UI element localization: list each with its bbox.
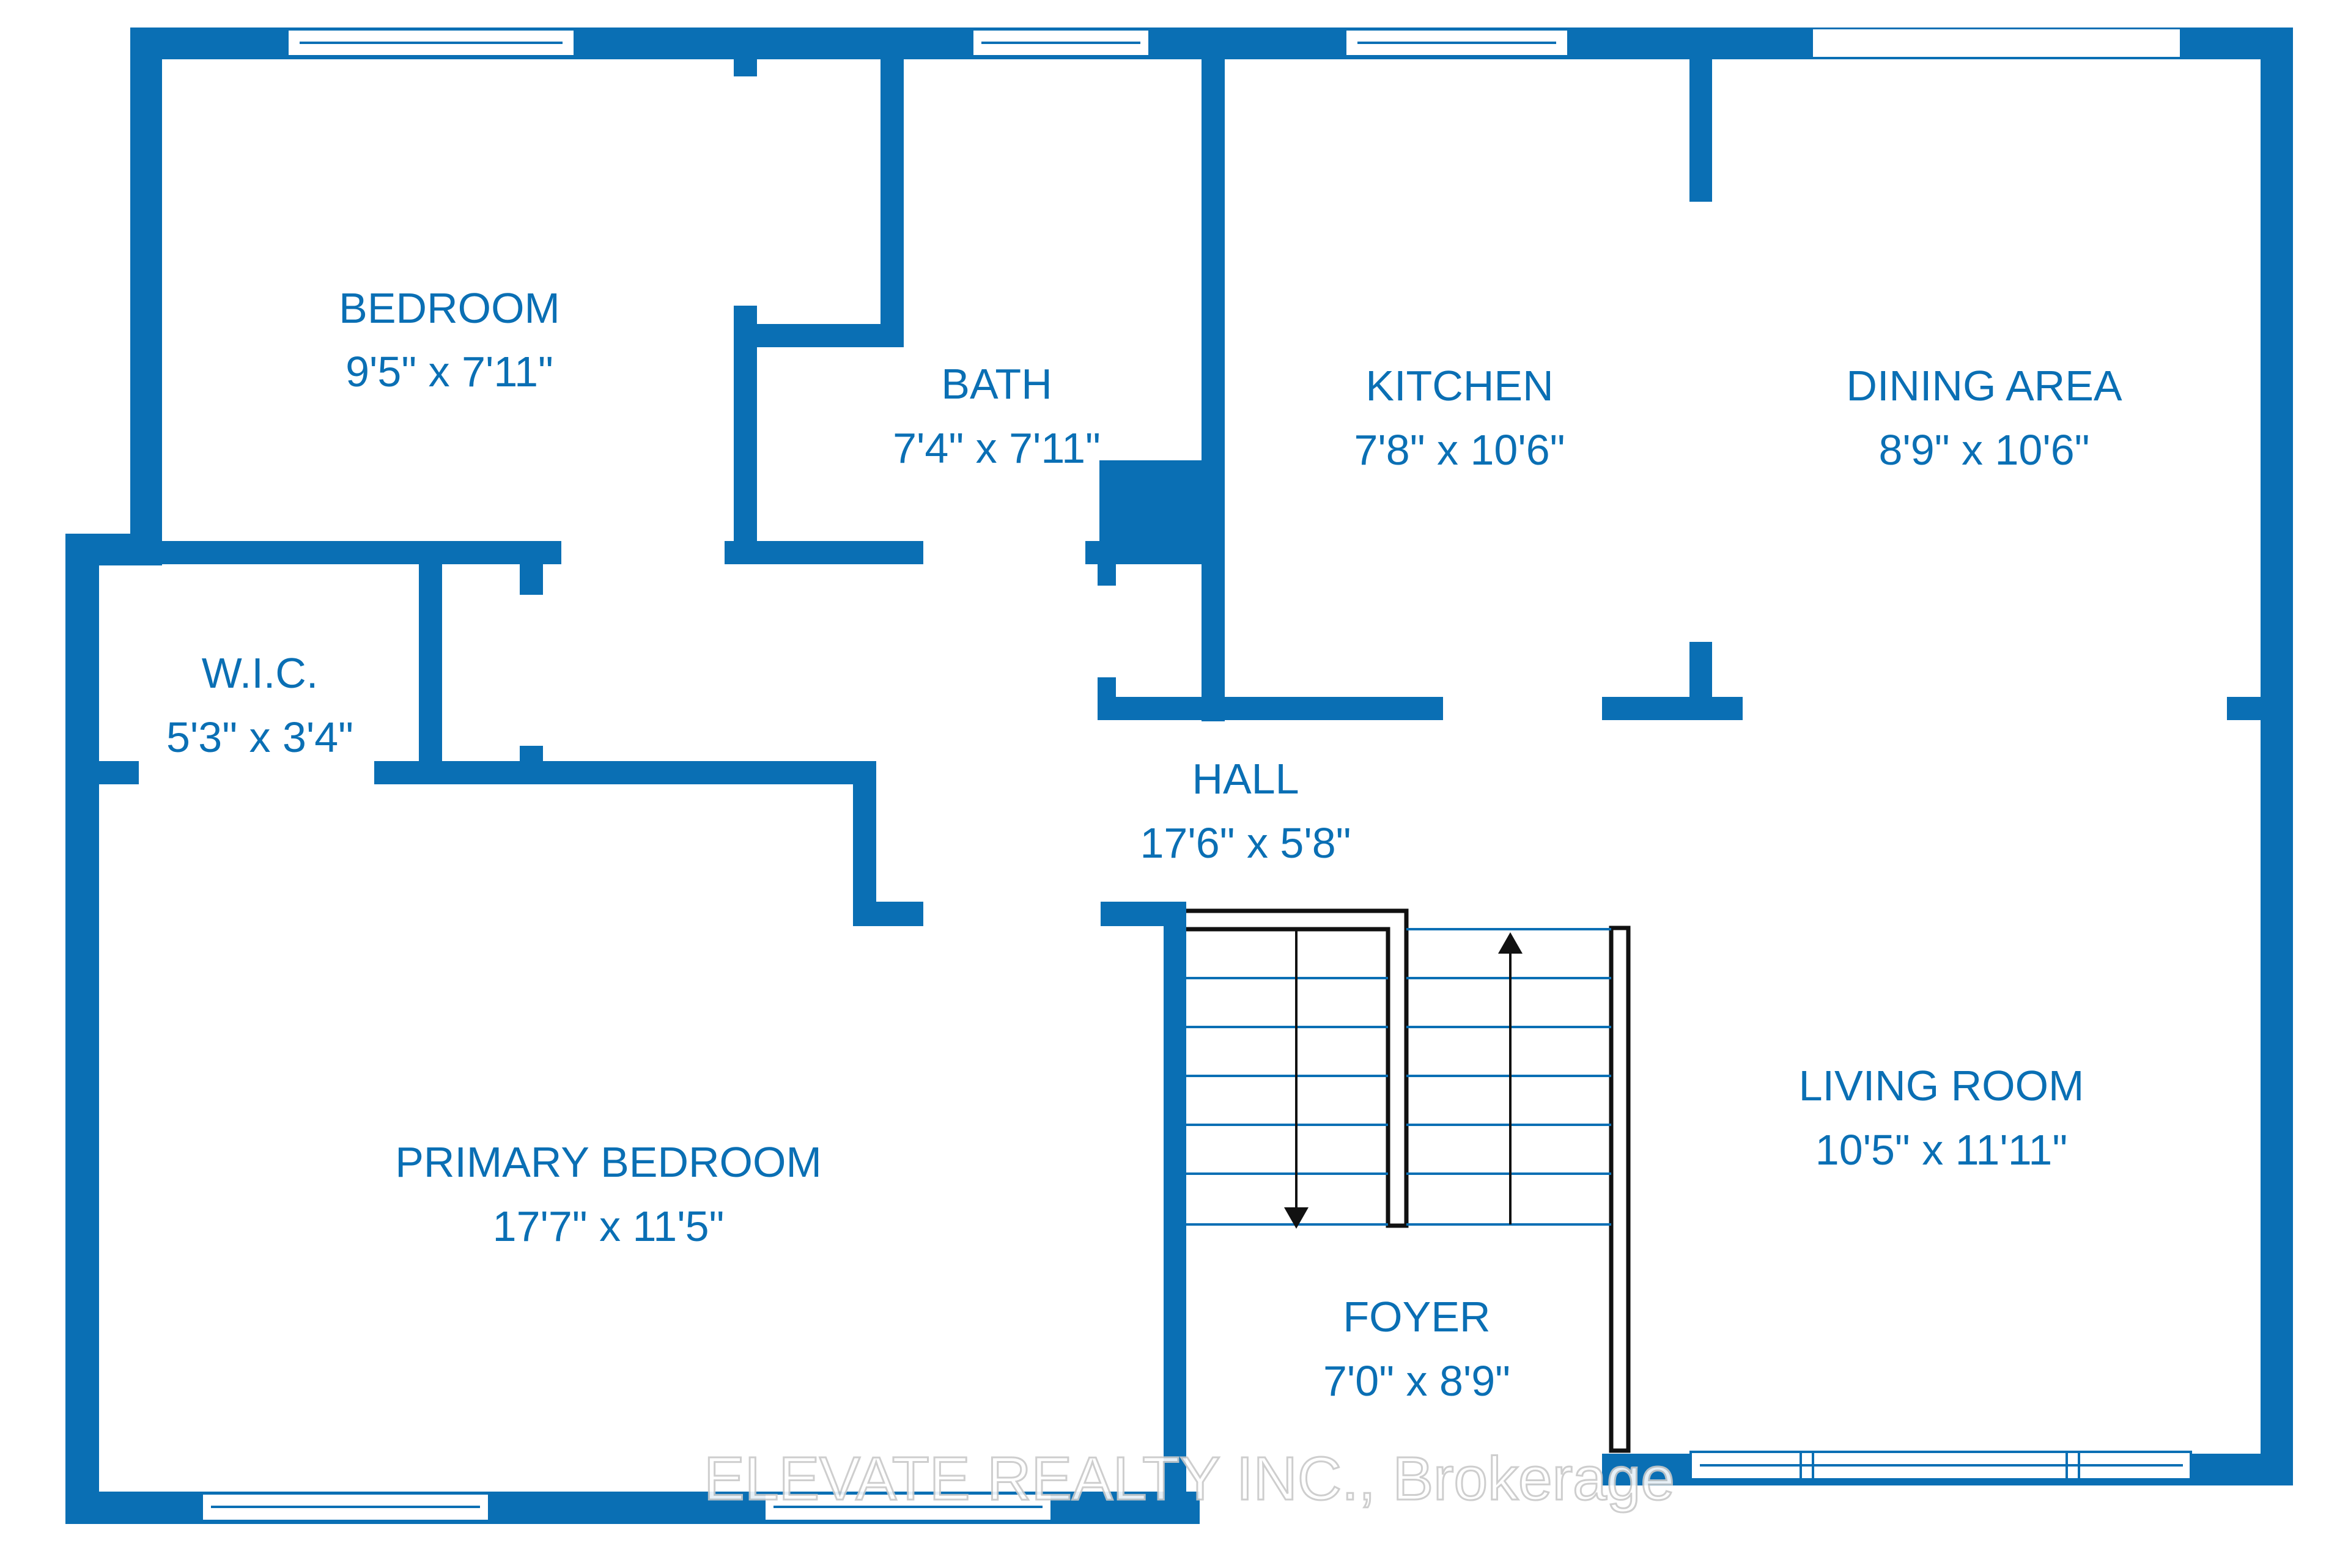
up-arrow-icon — [1498, 932, 1523, 954]
down-arrow-icon — [1284, 1207, 1309, 1229]
room-labels: BEDROOM 9'5" x 7'11" BATH 7'4" x 7'11" K… — [166, 284, 2122, 1405]
kitchen-name: KITCHEN — [1365, 362, 1553, 410]
staircase — [1186, 908, 1631, 1453]
hall-name: HALL — [1192, 755, 1299, 803]
stair-treads-up — [1406, 928, 1611, 1226]
bath-name: BATH — [941, 360, 1052, 408]
window — [1344, 28, 1570, 57]
foyer-name: FOYER — [1343, 1293, 1490, 1341]
dining-area-size: 8'9" x 10'6" — [1879, 426, 2090, 474]
window — [201, 1492, 490, 1522]
window — [971, 28, 1151, 57]
living-room-name: LIVING ROOM — [1799, 1062, 2084, 1110]
dining-area-name: DINING AREA — [1846, 362, 2122, 410]
brokerage-watermark: ELEVATE REALTY INC., Brokerage — [704, 1445, 1675, 1513]
primary-bedroom-name: PRIMARY BEDROOM — [395, 1138, 822, 1186]
wall-opening — [1813, 29, 2180, 57]
hall-size: 17'6" x 5'8" — [1140, 819, 1351, 867]
stair-railing-left — [1186, 908, 1409, 1228]
stair-railing-right — [1609, 926, 1631, 1453]
bedroom-size: 9'5" x 7'11" — [345, 348, 553, 396]
bath-size: 7'4" x 7'11" — [893, 424, 1101, 472]
window — [286, 28, 576, 57]
wic-size: 5'3" x 3'4" — [166, 713, 353, 761]
windows — [201, 28, 2192, 1522]
wic-name: W.I.C. — [202, 649, 319, 697]
window — [1689, 1451, 2192, 1481]
stair-treads-down — [1186, 977, 1388, 1226]
foyer-size: 7'0" x 8'9" — [1323, 1357, 1510, 1405]
bedroom-name: BEDROOM — [339, 284, 560, 332]
living-room-size: 10'5" x 11'11" — [1815, 1126, 2067, 1174]
kitchen-size: 7'8" x 10'6" — [1354, 426, 1565, 474]
walls — [65, 28, 2293, 1524]
primary-bedroom-size: 17'7" x 11'5" — [493, 1202, 725, 1250]
window — [763, 1492, 1053, 1522]
